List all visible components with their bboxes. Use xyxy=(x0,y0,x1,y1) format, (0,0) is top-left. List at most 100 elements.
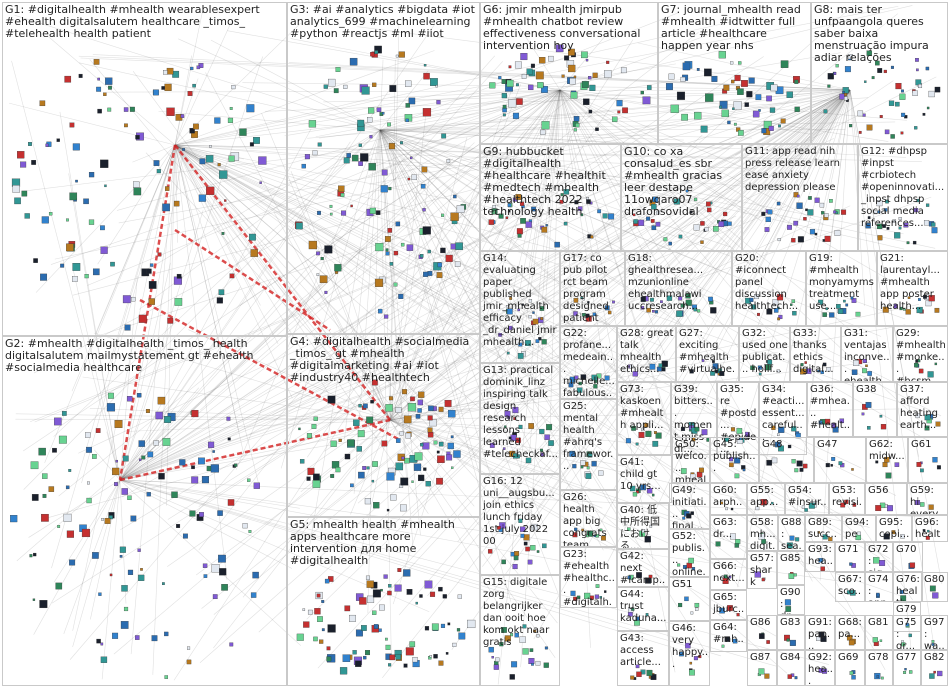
group-label-g68: G68: pa... xyxy=(838,617,863,641)
group-box-g42: G42: next #icamp... xyxy=(617,549,669,587)
group-box-g94: G94: pe xyxy=(842,515,876,542)
group-box-g97: G97: wa... xyxy=(921,615,948,650)
group-box-g66: G66: next... xyxy=(710,559,747,590)
group-box-g65: G65: jburc... pfize... xyxy=(710,590,747,620)
group-label-g13: G13: practical dominik_linz inspiring ta… xyxy=(483,365,558,461)
group-box-g12: G12: #dhpsp #inpst #crbiotech #openinnov… xyxy=(858,144,948,251)
group-box-g45: G45: publish... xyxy=(710,437,759,483)
group-box-g89: G89: succ... xyxy=(805,515,842,542)
group-label-g4: G4: #digitalhealth #socialmedia _timos_ … xyxy=(290,336,478,384)
group-box-g85: G85 xyxy=(777,551,805,585)
group-label-g56: G56 xyxy=(868,485,905,497)
group-label-g1: G1: #digitalhealth #mhealth wearablesexp… xyxy=(5,4,285,40)
group-label-g67: G67: sco... xyxy=(838,574,863,602)
group-label-g3: G3: #ai #analytics #bigdata #iot analyti… xyxy=(290,4,478,40)
group-box-g57: G57: shark xyxy=(747,551,777,589)
group-box-g64: G64: #mh... xyxy=(710,620,747,652)
group-box-g15: G15: digitale zorg belangrijker dan ooit… xyxy=(480,575,560,686)
group-box-g13: G13: practical dominik_linz inspiring ta… xyxy=(480,363,560,474)
group-box-g8: G8: mais ter unfpaangola queres saber ba… xyxy=(811,2,948,144)
group-box-g2: G2: #mhealth #digitalhealth _timos_ heal… xyxy=(2,336,287,686)
group-box-g93: G93: hea... xyxy=(805,542,835,572)
group-box-g59: G59: hi every... xyxy=(907,483,948,515)
group-box-g9: G9: hubbucket #digitalhealth #healthcare… xyxy=(480,144,621,251)
group-label-g69: G69 xyxy=(838,652,863,664)
group-box-g40: G40: 低 中所得国 における... xyxy=(617,503,669,549)
group-box-g6: G6: jmir mhealth jmirpub #mhealth chatbo… xyxy=(480,2,658,144)
group-label-g85: G85 xyxy=(780,553,803,565)
group-box-g74: G74: app xyxy=(865,572,893,602)
group-label-g10: G10: co xa consalud_es sbr #mhealth grac… xyxy=(624,146,740,218)
group-label-g95: G95: copi... xyxy=(879,517,910,541)
group-label-g94: G94: pe xyxy=(845,517,874,541)
group-box-g10: G10: co xa consalud_es sbr #mhealth grac… xyxy=(621,144,742,251)
group-box-g62: G62: midw... xyxy=(866,437,908,483)
group-label-g63: G63: dr... xyxy=(713,517,745,541)
group-box-g4: G4: #digitalhealth #socialmedia _timos_ … xyxy=(287,334,480,517)
group-label-g71: G71 xyxy=(838,544,863,556)
group-label-g54: G54: #insur... xyxy=(788,485,827,515)
group-label-g20: G20: #iconnect panel discussion healthte… xyxy=(735,253,804,313)
group-label-g70: G70 xyxy=(896,544,921,556)
group-label-g52: G52: publis... online... xyxy=(672,531,708,577)
group-label-g97: G97: wa... xyxy=(924,617,946,650)
group-box-g79: G79 xyxy=(893,602,921,632)
group-label-g57: G57: shark xyxy=(750,553,775,589)
group-label-g62: G62: midw... xyxy=(869,439,906,463)
group-label-g50: G50: welco... mheal... xyxy=(675,439,708,483)
group-box-g72: G72: sig... xyxy=(865,542,893,572)
group-box-g91: G91: pap... xyxy=(805,615,835,650)
group-label-g87: G87 xyxy=(750,652,775,664)
group-box-g83: G83 xyxy=(777,615,805,650)
group-label-g47: G47 xyxy=(817,439,864,451)
group-box-g56: G56 xyxy=(865,483,907,515)
group-box-g49: G49: initiati... final... xyxy=(669,483,710,529)
group-label-g51: G51 xyxy=(672,579,708,591)
group-label-g28: G28: great talk mhealth ethics... xyxy=(620,328,674,376)
group-label-g55: G55: app... xyxy=(750,485,783,509)
group-box-g47: G47 xyxy=(814,437,866,483)
group-label-g77: G77 xyxy=(896,652,919,664)
group-box-g55: G55: app... xyxy=(747,483,785,515)
group-box-g96: G96: health xyxy=(912,515,948,542)
group-label-g26: G26: health app big congrats team... xyxy=(563,492,615,547)
group-label-g11: G11: app read nih press release learn ea… xyxy=(745,146,856,194)
group-label-g27: G27: exciting #mhealth #virtualhe... xyxy=(679,328,737,382)
group-box-g73: G73: kaskoen #mhealth appli... xyxy=(617,382,671,455)
group-box-g22: G22: profane... medeain... michelle... f… xyxy=(560,326,617,399)
group-label-g79: G79 xyxy=(896,604,919,616)
group-box-g53: G53: revisi... xyxy=(829,483,865,515)
group-label-g61: G61 xyxy=(911,439,946,451)
group-box-g69: G69 xyxy=(835,650,865,686)
group-box-g18: G18: ghealthresea... mzunionline ehealth… xyxy=(625,251,732,326)
group-label-g41: G41: child gt 10 yrs... xyxy=(620,457,670,493)
group-box-g44: G44: trust kaduna... xyxy=(617,587,669,631)
group-label-g73: G73: kaskoen #mhealth appli... xyxy=(620,384,669,432)
group-label-g6: G6: jmir mhealth jmirpub #mhealth chatbo… xyxy=(483,4,656,52)
group-box-g67: G67: sco... xyxy=(835,572,865,602)
group-label-g2: G2: #mhealth #digitalhealth _timos_ heal… xyxy=(5,338,285,374)
group-label-g19: G19: #mhealth monyamyms treatment use... xyxy=(809,253,875,313)
group-box-g23: G23: #ehealth #healthc... #digitalh... #… xyxy=(560,547,617,608)
group-label-g12: G12: #dhpsp #inpst #crbiotech #openinnov… xyxy=(861,146,946,230)
group-label-g74: G74: app xyxy=(868,574,891,602)
group-label-g31: G31: ventajas inconve... ehealth... xyxy=(844,328,891,382)
group-box-g90: G90: dr... xyxy=(777,585,805,615)
group-box-g46: G46: very happy... xyxy=(669,621,710,686)
group-box-g31: G31: ventajas inconve... ehealth... xyxy=(841,326,893,382)
group-label-g34: G34: #eacti... essent... careful... xyxy=(762,384,805,444)
group-box-g48: G48 xyxy=(759,437,814,483)
group-box-g51: G51 xyxy=(669,577,710,621)
group-label-g32: G32: used one publicat... hollf... xyxy=(742,328,788,376)
group-box-g76: G76: health xyxy=(893,572,923,602)
group-label-g58: G58: mh... digit... xyxy=(750,517,776,551)
group-label-g48: G48 xyxy=(762,439,812,451)
group-box-g28: G28: great talk mhealth ethics... xyxy=(617,326,676,382)
group-label-g78: G78 xyxy=(868,652,891,664)
group-label-g80: G80 xyxy=(924,574,946,586)
group-box-g38: G38 xyxy=(853,382,897,437)
group-label-g89: G89: succ... xyxy=(808,517,840,542)
group-label-g88: G88: sea... xyxy=(781,517,803,551)
group-label-g37: G37: afford heating earth... xyxy=(900,384,946,432)
